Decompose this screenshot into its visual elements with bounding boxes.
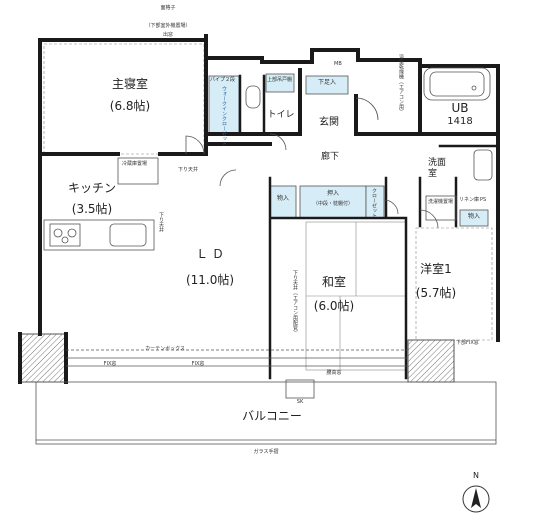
- balcony-area: [35, 381, 497, 445]
- note-shita-shitsugai: （下部室外機置場）: [145, 23, 191, 29]
- door-genkan: [355, 97, 379, 121]
- room-kitchen-size: (3.5帖): [71, 202, 113, 216]
- label-monoire-left: 物入: [276, 195, 290, 202]
- tatami-grid: [305, 221, 407, 371]
- note-shitarou-kitchen: 下り天井: [158, 212, 164, 232]
- yoshitsu-area: [415, 227, 493, 341]
- room-ld-name: ＬＤ: [195, 247, 229, 261]
- north-label: N: [473, 471, 479, 480]
- note-takamado: 腰高窓: [326, 370, 342, 376]
- note-fix-right: 下部FIX窓: [456, 340, 479, 346]
- room-rouka-name: 廊下: [320, 152, 340, 162]
- monoire-left: [269, 185, 297, 219]
- note-bath: 浴室乾燥機（エアコン用）: [398, 54, 404, 114]
- room-master-size: (6.8帖): [109, 99, 151, 113]
- north-arrow: [462, 485, 490, 513]
- room-washitsu-name: 和室: [321, 275, 347, 289]
- label-oshiire-sub: （中段・枕棚付）: [312, 201, 354, 207]
- note-shitarou-hall: 下り天井（エアコン用配管）: [292, 270, 298, 335]
- label-oshiire: 押入: [326, 190, 340, 197]
- label-pipe: パイプ２段: [210, 77, 236, 83]
- note-menkoushi: 面格子: [160, 5, 176, 11]
- toilet-bowl: [245, 85, 261, 109]
- door-master: [185, 135, 205, 155]
- room-ld-size: (11.0帖): [185, 273, 235, 287]
- label-ps: PS: [480, 197, 487, 203]
- reizouko-space: [117, 157, 159, 185]
- note-curtain: カーテンボックス: [145, 346, 185, 352]
- room-senmen-name: 洗面室: [428, 158, 447, 180]
- room-ub-name: UB: [451, 101, 469, 115]
- door-wash: [383, 199, 399, 215]
- label-mb: MB: [334, 61, 342, 67]
- note-fix-left: FIX窓: [103, 361, 117, 367]
- label-monoire-right: 物入: [467, 213, 481, 220]
- note-garasu: ガラス手摺: [253, 449, 279, 455]
- inner-walls: [42, 56, 500, 156]
- room-toilet-name: トイレ: [267, 110, 295, 120]
- door-yoshitsu: [419, 209, 439, 229]
- note-fix-mid: FIX窓: [191, 361, 205, 367]
- outer-wall: [18, 34, 500, 384]
- note-dekado: 出窓: [162, 32, 174, 38]
- label-reizouko: 冷蔵庫置場: [122, 161, 148, 167]
- room-master-name: 主寝室: [111, 77, 149, 91]
- washer-space: [425, 195, 457, 221]
- room-balcony-name: バルコニー: [242, 409, 302, 423]
- stove: [49, 223, 81, 247]
- room-yoshitsu-name: 洋室1: [420, 262, 452, 276]
- column-right: [407, 339, 455, 383]
- room-genkan-name: 玄関: [319, 117, 339, 128]
- bathtub: [423, 67, 491, 101]
- column-left: [19, 333, 67, 383]
- note-sk: SK: [296, 399, 304, 405]
- room-washitsu-size: (6.0帖): [313, 299, 355, 313]
- label-shitaashi: 下足入: [317, 79, 337, 86]
- room-yoshitsu-size: (5.7帖): [415, 286, 457, 300]
- room-ub-size: 1418: [447, 116, 473, 127]
- sk-hatch: [285, 379, 315, 399]
- wash-basin: [473, 149, 493, 181]
- monoire-right: [459, 209, 489, 227]
- door-toilet: [269, 133, 287, 151]
- label-tissue: リネン庫: [459, 197, 480, 203]
- label-closet: クローゼット: [371, 188, 377, 218]
- label-jouhou: 上部吊戸棚: [267, 77, 293, 83]
- label-walkin: ウォークインクローゼット: [221, 86, 227, 146]
- door-ld: [219, 169, 237, 187]
- shitaashi-cabinet: [305, 75, 349, 95]
- note-shitarou-left: 下り天井: [178, 167, 199, 173]
- washitsu-shelf: [265, 73, 295, 93]
- kitchen-sink: [109, 223, 147, 247]
- room-kitchen-name: キッチン: [67, 181, 117, 195]
- label-senmen-hoki: 洗濯機置場: [428, 199, 454, 205]
- kitchen-counter: [43, 219, 155, 251]
